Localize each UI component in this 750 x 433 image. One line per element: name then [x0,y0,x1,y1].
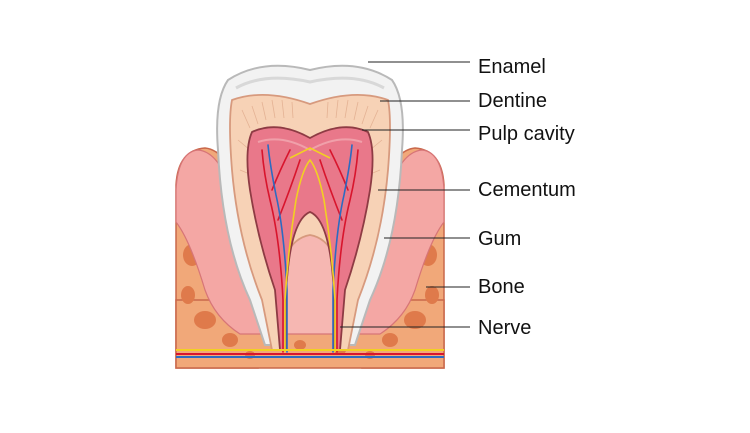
label-gum: Gum [478,228,522,250]
blood-vessels [261,144,359,353]
base-bands [176,349,444,358]
label-nerve: Nerve [478,317,532,339]
label-cementum: Cementum [478,179,576,201]
label-bone: Bone [478,276,525,298]
label-pulp-cavity: Pulp cavity [478,123,575,145]
label-enamel: Enamel [478,56,546,78]
nerve [284,147,336,352]
label-dentine: Dentine [478,90,547,112]
leader-lines [340,61,470,328]
